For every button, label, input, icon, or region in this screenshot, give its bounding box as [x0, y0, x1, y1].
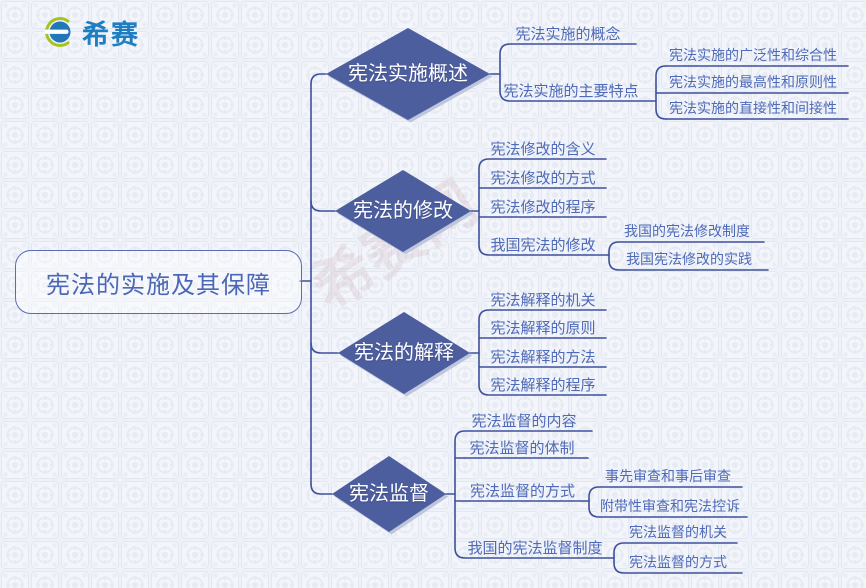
topic-label: 宪法修改的含义: [490, 140, 596, 158]
topic-label: 宪法解释的程序: [490, 376, 596, 394]
diamond-branch-3: [338, 312, 470, 394]
diamond-branch-4: [332, 456, 446, 532]
subtopic-label: 我国的宪法修改制度: [624, 224, 750, 240]
xisai-e-icon: [44, 17, 71, 47]
branch-diamonds: [326, 28, 493, 535]
topic-label: 宪法修改的方式: [490, 169, 596, 187]
topic-label: 宪法监督的体制: [469, 439, 575, 457]
subtopic-label: 宪法监督的机关: [629, 525, 727, 541]
topic-label: 我国宪法的修改: [490, 236, 596, 254]
topic-label: 宪法解释的方法: [490, 348, 596, 366]
topic-label: 宪法解释的机关: [490, 291, 596, 309]
root-topic-label: 宪法的实施及其保障: [46, 270, 271, 299]
subtopic-label: 宪法实施的广泛性和综合性: [669, 48, 837, 64]
brand-name: 希赛: [82, 19, 140, 51]
root-topic: 宪法的实施及其保障: [15, 250, 302, 314]
subtopic-label: 宪法实施的最高性和原则性: [669, 75, 837, 91]
subtopic-label: 宪法监督的方式: [629, 555, 727, 571]
subtopic-label: 我国宪法修改的实践: [626, 252, 752, 268]
branch-2-label: 宪法的修改: [353, 198, 453, 222]
diamond-branch-2: [335, 170, 471, 252]
topic-label: 宪法解释的原则: [490, 319, 596, 337]
topic-label: 宪法监督的方式: [469, 482, 575, 500]
mindmap-connectors: [299, 43, 849, 574]
topic-label: 宪法实施的概念: [515, 25, 621, 43]
branch-4-label: 宪法监督: [349, 481, 429, 505]
topic-label: 宪法修改的程序: [490, 198, 596, 216]
topic-label: 宪法实施的主要特点: [503, 82, 639, 100]
subtopic-label: 宪法实施的直接性和间接性: [669, 101, 837, 117]
subtopic-label: 附带性审查和宪法控诉: [600, 499, 740, 515]
topic-label: 我国的宪法监督制度: [467, 539, 603, 557]
site-logo: 希赛: [42, 13, 140, 51]
branch-3-label: 宪法的解释: [354, 340, 454, 364]
subtopic-label: 事先审查和事后审查: [605, 469, 731, 485]
topic-label: 宪法监督的内容: [471, 412, 577, 430]
branch-1-label: 宪法实施概述: [348, 61, 468, 85]
diamond-branch-1: [326, 28, 490, 120]
